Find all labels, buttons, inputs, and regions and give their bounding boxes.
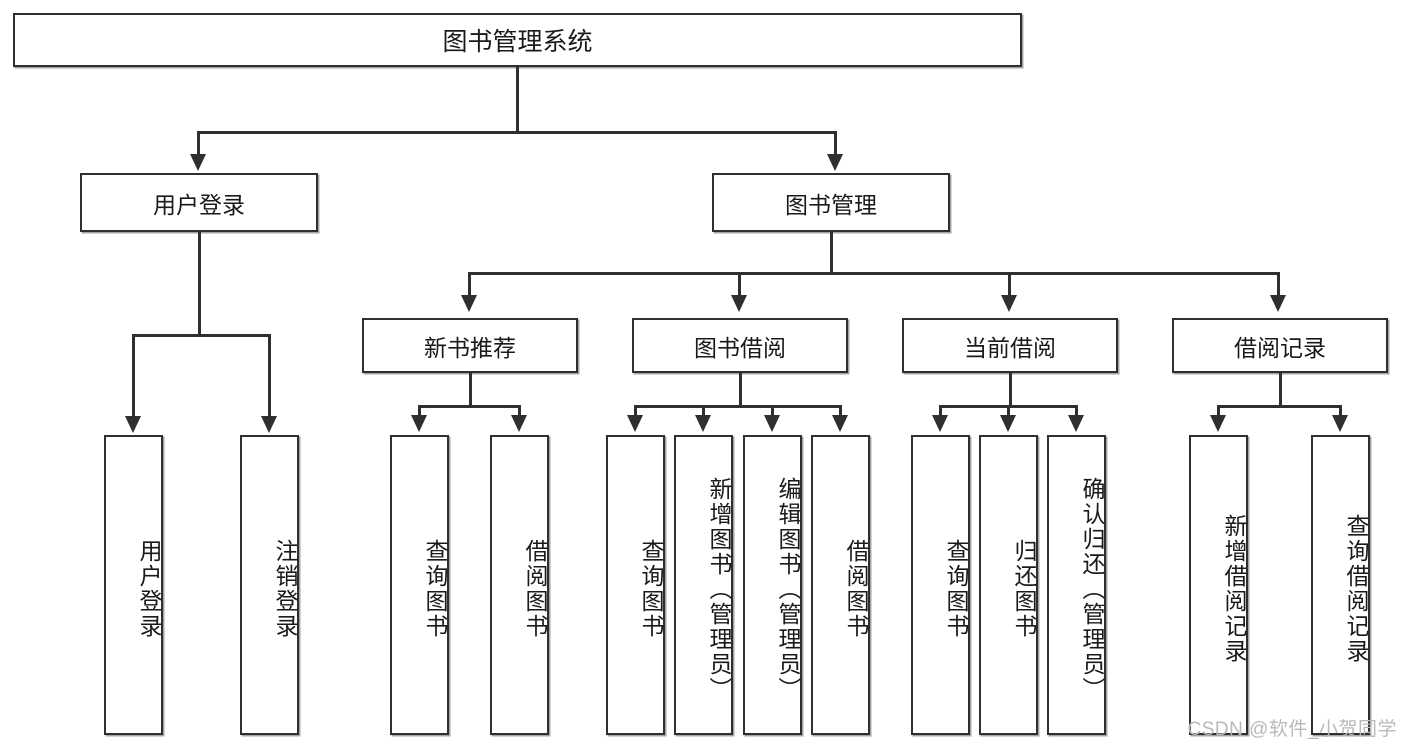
arrow-nbr-child-2 (511, 415, 527, 432)
arrow-bb-child-2 (695, 415, 711, 432)
arrow-root-to-book-manage (827, 154, 843, 171)
leaf-current-borrow-3-label: 确认归还（管理员） (1079, 476, 1105, 702)
arrow-book-manage-child-3 (1001, 295, 1017, 312)
node-borrow-record[interactable]: 借阅记录 (1172, 318, 1388, 373)
arrow-cb-child-2 (1000, 415, 1016, 432)
connector-root-to-book-manage (834, 131, 837, 156)
arrow-user-login-child-2 (261, 416, 277, 433)
leaf-book-borrow-2[interactable]: 新增图书（管理员） (674, 435, 733, 735)
leaf-user-login-2[interactable]: 注销登录 (240, 435, 299, 735)
leaf-new-book-recommend-1-label: 查询图书 (422, 539, 448, 639)
node-current-borrow[interactable]: 当前借阅 (902, 318, 1118, 373)
arrow-bb-child-1 (627, 415, 643, 432)
leaf-book-borrow-4[interactable]: 借阅图书 (811, 435, 870, 735)
connector-new-book-recommend-stem (469, 373, 472, 405)
connector-borrow-record-bar (1217, 405, 1342, 408)
leaf-borrow-record-2-label: 查询借阅记录 (1343, 514, 1369, 664)
connector-cb-child-3 (1075, 405, 1078, 417)
connector-book-manage-bar (468, 272, 1280, 275)
arrow-book-manage-child-1 (461, 295, 477, 312)
arrow-nbr-child-1 (411, 415, 427, 432)
connector-bb-child-2 (702, 405, 705, 417)
connector-root-stem (516, 67, 519, 131)
leaf-borrow-record-1[interactable]: 新增借阅记录 (1189, 435, 1248, 735)
connector-bb-child-1 (634, 405, 637, 417)
connector-book-manage-child-3 (1008, 272, 1011, 297)
arrow-book-manage-child-4 (1270, 295, 1286, 312)
connector-book-manage-child-2 (738, 272, 741, 297)
connector-br-child-1 (1217, 405, 1220, 417)
node-book-manage[interactable]: 图书管理 (712, 173, 950, 232)
node-new-book-recommend-label: 新书推荐 (424, 334, 516, 361)
arrow-cb-child-1 (932, 415, 948, 432)
arrow-br-child-1 (1210, 415, 1226, 432)
leaf-book-borrow-1-label: 查询图书 (638, 539, 664, 639)
leaf-current-borrow-3[interactable]: 确认归还（管理员） (1047, 435, 1106, 735)
leaf-current-borrow-1-label: 查询图书 (943, 539, 969, 639)
connector-nbr-child-1 (418, 405, 421, 417)
node-user-login-label: 用户登录 (153, 191, 245, 218)
arrow-br-child-2 (1332, 415, 1348, 432)
connector-root-bar (197, 131, 837, 134)
connector-br-child-2 (1339, 405, 1342, 417)
connector-borrow-record-stem (1279, 373, 1282, 405)
arrow-root-to-user-login (190, 154, 206, 171)
node-root[interactable]: 图书管理系统 (13, 13, 1022, 67)
node-book-borrow[interactable]: 图书借阅 (632, 318, 848, 373)
leaf-current-borrow-2[interactable]: 归还图书 (979, 435, 1038, 735)
leaf-user-login-2-label: 注销登录 (272, 539, 298, 639)
arrow-bb-child-3 (764, 415, 780, 432)
connector-cb-child-1 (939, 405, 942, 417)
connector-bb-child-3 (771, 405, 774, 417)
connector-user-login-bar (132, 334, 268, 337)
leaf-current-borrow-1[interactable]: 查询图书 (911, 435, 970, 735)
leaf-book-borrow-4-label: 借阅图书 (843, 539, 869, 639)
leaf-book-borrow-3-label: 编辑图书（管理员） (775, 476, 801, 702)
connector-user-login-child-2 (268, 334, 271, 418)
leaf-new-book-recommend-2-label: 借阅图书 (522, 539, 548, 639)
node-borrow-record-label: 借阅记录 (1234, 334, 1326, 361)
connector-user-login-stem (198, 232, 201, 334)
node-current-borrow-label: 当前借阅 (964, 334, 1056, 361)
connector-cb-child-2 (1007, 405, 1010, 417)
connector-bb-child-4 (839, 405, 842, 417)
connector-new-book-recommend-bar (418, 405, 521, 408)
arrow-user-login-child-1 (125, 416, 141, 433)
node-book-manage-label: 图书管理 (785, 191, 877, 218)
leaf-borrow-record-1-label: 新增借阅记录 (1221, 514, 1247, 664)
leaf-user-login-1-label: 用户登录 (136, 539, 162, 639)
connector-book-manage-stem (830, 232, 833, 272)
connector-book-borrow-stem (739, 373, 742, 405)
leaf-user-login-1[interactable]: 用户登录 (104, 435, 163, 735)
watermark: CSDN @软件_小贺同学 (1187, 719, 1397, 740)
arrow-book-manage-child-2 (731, 295, 747, 312)
connector-current-borrow-stem (1009, 373, 1012, 405)
node-root-label: 图书管理系统 (442, 28, 593, 56)
connector-nbr-child-2 (518, 405, 521, 417)
leaf-current-borrow-2-label: 归还图书 (1011, 539, 1037, 639)
leaf-new-book-recommend-2[interactable]: 借阅图书 (490, 435, 549, 735)
node-new-book-recommend[interactable]: 新书推荐 (362, 318, 578, 373)
arrow-cb-child-3 (1068, 415, 1084, 432)
leaf-book-borrow-3[interactable]: 编辑图书（管理员） (743, 435, 802, 735)
connector-root-to-user-login (197, 131, 200, 156)
connector-book-manage-child-4 (1277, 272, 1280, 297)
connector-book-borrow-bar (634, 405, 842, 408)
connector-book-manage-child-1 (468, 272, 471, 297)
leaf-book-borrow-2-label: 新增图书（管理员） (706, 476, 732, 702)
leaf-borrow-record-2[interactable]: 查询借阅记录 (1311, 435, 1370, 735)
connector-user-login-child-1 (132, 334, 135, 418)
node-book-borrow-label: 图书借阅 (694, 334, 786, 361)
leaf-book-borrow-1[interactable]: 查询图书 (606, 435, 665, 735)
leaf-new-book-recommend-1[interactable]: 查询图书 (390, 435, 449, 735)
arrow-bb-child-4 (832, 415, 848, 432)
node-user-login[interactable]: 用户登录 (80, 173, 318, 232)
